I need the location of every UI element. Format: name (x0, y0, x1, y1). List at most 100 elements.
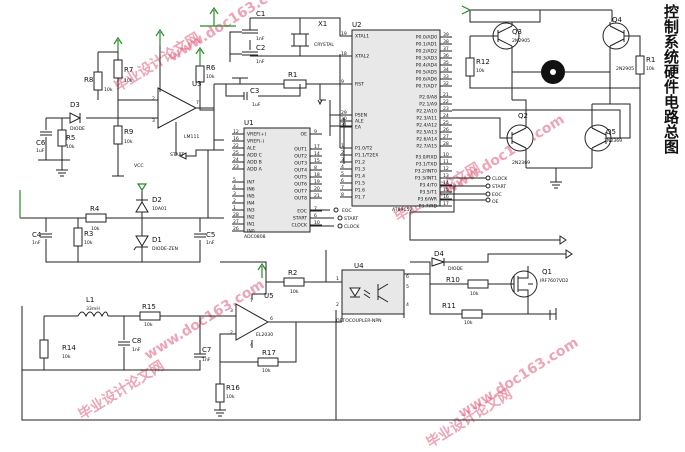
u2-val: AT89C52 (392, 207, 413, 213)
u1-left-pin-number: 28 (233, 212, 239, 218)
u2-right-pin-number: 38 (443, 39, 449, 45)
c3-ref: C3 (250, 87, 259, 95)
u2-right-pin-name: P3.3/INT1 (415, 176, 437, 182)
q1-val: IRF7607VD2 (540, 278, 569, 284)
u1-right-pin-number: 15 (314, 158, 320, 164)
u2-left-pin-number: 2 (341, 150, 344, 156)
l1-val: 33mH (86, 306, 100, 312)
u2-left-pin-name: RST (355, 82, 364, 88)
u2-microcontroller: U2 AT89C52 19XTAL118XTAL29RST29PSEN30ALE… (340, 21, 452, 213)
u2-ref: U2 (352, 21, 362, 29)
u2-left-pin-name: P1.4 (355, 174, 365, 180)
u5-val: EL2030 (256, 332, 273, 338)
u1-right-pin-number: 20 (314, 186, 320, 192)
u3-ref: U3 (192, 80, 202, 88)
u3-pin-2: 2 (152, 96, 155, 102)
r12-ref: R12 (476, 58, 490, 66)
u1-left-pin-name: IN4 (247, 201, 255, 207)
u2-right-pin-name: P0.1/AD1 (416, 42, 437, 48)
u1-left-pin-name: IN0 (247, 229, 255, 235)
u2-right-pin-name: P2.7/A15 (416, 144, 437, 150)
u2-right-pin-number: 32 (443, 81, 449, 87)
u1-left-pin-number: 23 (233, 164, 239, 170)
u2-right-pin-name: P3.7/RD (419, 204, 438, 210)
u1-right-pin-number: 9 (314, 129, 317, 135)
u5-pin-6: 6 (270, 316, 273, 322)
reset-section: R1 C3 1uF (214, 71, 352, 127)
r2-val: 10k (290, 289, 299, 295)
u1-left-pin-number: 5 (233, 177, 236, 183)
q5-val: 2N2369 (604, 138, 622, 144)
d2-ref: D2 (152, 196, 162, 204)
u1-left-pin-name: IN5 (247, 194, 255, 200)
u1-left-pin-number: 22 (233, 143, 239, 149)
u4-pin-6: 6 (406, 274, 409, 280)
u2-right-pin-number: 15 (443, 187, 449, 193)
u2-right-pin-name: P2.2/A10 (416, 109, 437, 115)
r2-ref: R2 (288, 269, 297, 277)
u1-right-pin-name: OUT3 (294, 161, 307, 167)
u3-pin-7: 7 (196, 100, 199, 106)
u1-right-pin-number: 8 (314, 165, 317, 171)
u1-right-pin-name: OUT6 (294, 182, 307, 188)
q5-ref: Q5 (606, 128, 616, 136)
u2-left-pin-name: P1.2 (355, 160, 365, 166)
u2-right-pin-name: P2.5/A13 (416, 130, 437, 136)
u2-left-pin-number: 7 (341, 185, 344, 191)
u1-right-pin-name: CLOCK (292, 223, 308, 229)
u1-right-pin-name: OE (300, 132, 307, 138)
u2-right-pin-number: 36 (443, 53, 449, 59)
u2-left-pin-name: P1.6 (355, 188, 365, 194)
u2-right-pin-name: P0.5/AD5 (416, 70, 437, 76)
u2-right-pin-number: 14 (443, 180, 449, 186)
u2-net-eoc: EOC (492, 192, 502, 198)
u2-right-pin-number: 16 (443, 194, 449, 200)
u2-right-pin-number: 23 (443, 106, 449, 112)
r4-val: 10k (91, 226, 100, 232)
u4-pin-4: 4 (406, 302, 409, 308)
u1-left-pin-name: IN7 (247, 180, 255, 186)
u2-right-pin-number: 34 (443, 67, 449, 73)
u1-right-pin-number: 7 (314, 206, 317, 212)
u2-left-pin-name: P1.5 (355, 181, 365, 187)
u1-left-pin-name: IN1 (247, 222, 255, 228)
r17-val: 10k (262, 368, 271, 374)
u2-right-pin-name: P2.6/A14 (416, 137, 437, 143)
u2-left-pin-number: 9 (341, 79, 344, 85)
optocoupler-section: U4 OPTOCOUPLER-NPN 1 2 4 5 6 R2 10k D4 D… (21, 249, 573, 421)
u2-right-pin-name: P0.2/AD2 (416, 49, 437, 55)
r11-val: 10k (464, 320, 473, 326)
u2-right-pin-number: 39 (443, 32, 449, 38)
u2-right-pin-name: P3.0/RXD (416, 155, 438, 161)
u2-right-pin-name: P2.1/A9 (419, 102, 437, 108)
u2-left-pin-name: XTAL2 (355, 54, 369, 60)
r6-val: 10k (206, 74, 215, 80)
r9-ref: R9 (124, 128, 133, 136)
u2-right-pin-name: P3.1/TXD (416, 162, 438, 168)
u2-left-pin-name: PSEN (355, 113, 367, 119)
x1-val: CRYSTAL (314, 42, 334, 48)
u2-left-pin-name: ALE (355, 119, 364, 125)
h-bridge-section: Q3 2N2905 Q4 2N2905 R12 10k R1 10k Q2 2N… (440, 5, 655, 189)
d4-ref: D4 (434, 250, 444, 258)
l1-ref: L1 (86, 296, 94, 304)
u1-left-pin-number: 16 (233, 136, 239, 142)
u2-right-pin-number: 13 (443, 173, 449, 179)
u4-pin-1: 1 (336, 276, 339, 282)
u1-right-pin-number: 10 (314, 220, 320, 226)
u1-right-pin-name: EOC (297, 209, 307, 215)
u1-right-pin-number: 21 (314, 193, 320, 199)
u2-left-pin-number: 29 (341, 110, 347, 116)
u1-net-start: START (344, 216, 358, 222)
u4-val: OPTOCOUPLER-NPN (336, 318, 382, 324)
q4-val: 2N2905 (616, 66, 634, 72)
u1-left-pin-number: 25 (233, 150, 239, 156)
c8-val: 1nF (132, 347, 141, 353)
c1-ref: C1 (256, 10, 265, 18)
u1-right-pin-name: OUT7 (294, 189, 307, 195)
u1-adc: U1 ADC0808 12VREF(+)16VREF(-)22ALE25ADD … (213, 54, 360, 240)
r15-ref: R15 (142, 303, 156, 311)
watermark-5: 毕业设计论文网 (75, 357, 167, 423)
u1-left-pin-number: 3 (233, 191, 236, 197)
